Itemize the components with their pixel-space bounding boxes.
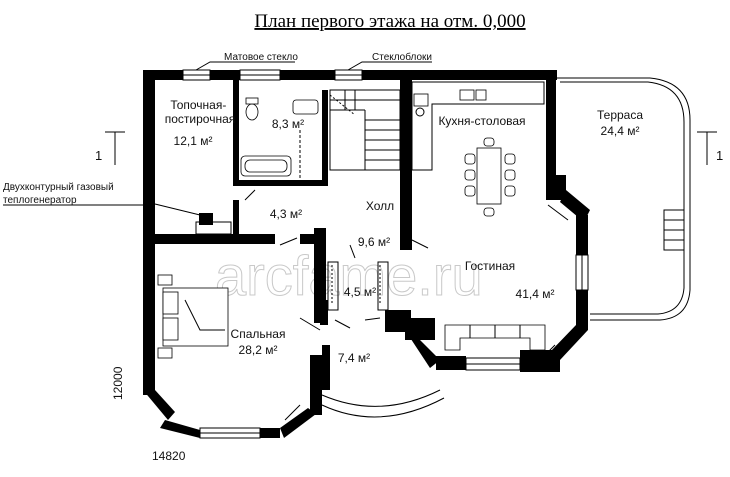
- svg-text:1: 1: [95, 148, 102, 163]
- annotation-glass-blocks: Стеклоблоки: [347, 51, 432, 71]
- svg-text:1: 1: [716, 148, 723, 163]
- dimension-height: 12000: [111, 366, 125, 400]
- svg-text:Матовое стекло: Матовое стекло: [224, 52, 298, 63]
- room-area-hall: 9,6 м²: [358, 235, 390, 249]
- watermark: arcfame.ru: [215, 244, 483, 307]
- room-area-corridor: 4,3 м²: [270, 207, 302, 221]
- vestibule-arc-outer: [321, 397, 445, 418]
- room-name-kitchen: Кухня-столовая: [438, 114, 525, 128]
- room-area-bathroom: 8,3 м²: [272, 117, 304, 131]
- room-name-terrace: Терраса: [597, 108, 643, 122]
- section-marker-right: 1: [697, 131, 723, 165]
- plan-title: План первого этажа на отм. 0,000: [254, 11, 525, 32]
- annotation-matte-glass: Матовое стекло: [195, 52, 298, 71]
- room-area-vestibule: 7,4 м²: [338, 351, 370, 365]
- exterior-walls: [143, 70, 590, 438]
- bed: [157, 274, 229, 359]
- gas-boiler: [154, 203, 232, 235]
- dining-table: [464, 137, 516, 217]
- closet-shelves: [327, 261, 389, 311]
- svg-text:Стеклоблоки: Стеклоблоки: [372, 51, 432, 63]
- dimension-width: 14820: [152, 449, 186, 463]
- living-sofa: [444, 324, 546, 351]
- doors: [244, 189, 429, 331]
- boiler-label: Двухконтурный газовый теплогенератор: [3, 182, 116, 206]
- room-area-boiler: 12,1 м²: [174, 134, 213, 148]
- annotation-boiler: Двухконтурный газовый теплогенератор: [3, 182, 143, 206]
- room-name-boiler: Топочная- постирочная: [165, 98, 236, 126]
- room-area-living: 41,4 м²: [516, 287, 555, 301]
- vestibule-arc: [321, 389, 441, 407]
- interior-walls: [155, 80, 412, 390]
- room-area-bedroom: 28,2 м²: [239, 343, 278, 357]
- windows: [157, 69, 589, 439]
- staircase: [329, 89, 401, 171]
- room-area-closet: 4,5 м²: [344, 285, 376, 299]
- room-name-bedroom: Спальная: [231, 327, 286, 341]
- room-name-living: Гостиная: [465, 259, 515, 273]
- terrace-outline: [555, 77, 691, 321]
- room-name-hall: Холл: [366, 199, 394, 213]
- bathroom-fixtures: [240, 97, 319, 178]
- section-marker-left: 1: [95, 131, 125, 165]
- kitchen-counter: [411, 81, 545, 171]
- terrace-outline-inner: [560, 81, 685, 315]
- room-area-terrace: 24,4 м²: [601, 124, 640, 138]
